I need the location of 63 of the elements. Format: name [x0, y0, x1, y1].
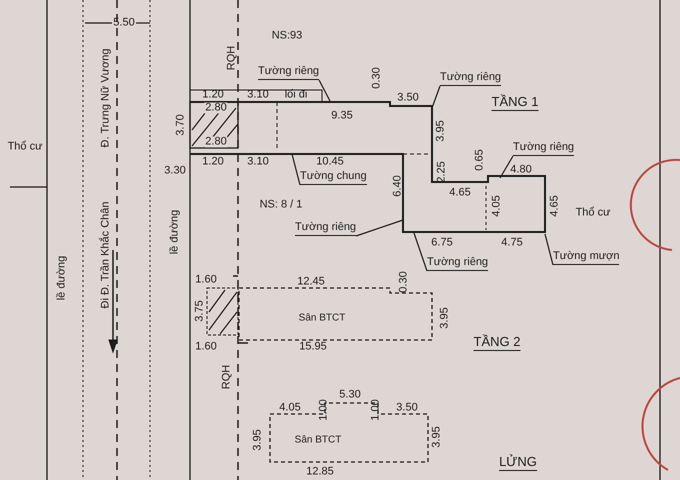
- dimension-label: 5.50: [113, 18, 135, 28]
- dimension-label: 15.95: [299, 342, 327, 352]
- plan-label: Đi Đ. Trần Khắc Chân: [100, 202, 112, 308]
- dimension-label: 6.40: [392, 175, 404, 197]
- wall-callout: Tường chung: [300, 171, 367, 185]
- dimension-label: 1.60: [195, 342, 217, 352]
- slab-label: Sân BTCT: [298, 312, 346, 324]
- dimension-label: 3.30: [164, 166, 186, 176]
- leader-line: [431, 86, 441, 108]
- dimension-label: 3.95: [440, 307, 450, 329]
- leader-line: [291, 154, 301, 186]
- dimension-label: 5.30: [339, 390, 361, 400]
- dimension-label: 4.65: [449, 188, 471, 198]
- plan-label: RQH: [226, 46, 238, 70]
- dimension-label: 3.75: [194, 300, 206, 322]
- wall-callout: Tường riêng: [440, 72, 502, 86]
- dimension-label: 1.60: [195, 274, 217, 286]
- dimension-label: 0.30: [372, 67, 382, 89]
- dimension-label: 3.95: [252, 429, 264, 451]
- dimension-label: 3.70: [176, 114, 186, 136]
- plan-label: NS: 8 / 1: [260, 200, 302, 210]
- dimension-label: 3.95: [436, 120, 446, 142]
- wall-callout: Tường mượn: [553, 251, 620, 265]
- dimension-label: 2.80: [204, 102, 228, 114]
- wall-callout: Tường riêng: [258, 66, 320, 80]
- dimension-label: 3.10: [247, 156, 269, 168]
- dimension-label: 2.80: [204, 136, 228, 148]
- dimension-label: 3.50: [397, 92, 419, 104]
- dimension-label: 12.85: [306, 466, 334, 478]
- leader-line: [499, 156, 514, 178]
- floor-heading: TẦNG 2: [474, 335, 520, 351]
- dimension-label: 4.65: [550, 195, 560, 217]
- dimension-label: 6.75: [431, 238, 453, 248]
- dimension-label: 3.95: [432, 426, 442, 448]
- dimension-label: 4.80: [510, 164, 532, 176]
- dimension-label: 4.05: [279, 402, 301, 414]
- leader-line: [318, 80, 331, 102]
- leader-line: [544, 234, 554, 266]
- wall-callout: Tường riêng: [513, 142, 574, 156]
- leader-line: [413, 232, 428, 272]
- dimension-label: 3.50: [396, 402, 418, 414]
- wall-callout: Tường riêng: [295, 222, 356, 236]
- plan-label: Thổ cư: [8, 142, 42, 152]
- dimension-label: 1.20: [202, 156, 224, 168]
- slab-label: Sân BTCT: [294, 434, 342, 446]
- dimension-label: 0.30: [398, 271, 410, 293]
- plan-label: Thổ cư: [576, 208, 610, 218]
- plan-label: NS:93: [272, 30, 302, 42]
- floor-heading: LỬNG: [499, 455, 537, 471]
- dimension-label: 10.45: [316, 156, 344, 168]
- plan-label: lề đường: [56, 256, 68, 300]
- plan-label: RQH: [222, 364, 232, 390]
- plan-label: Đ. Trưng Nữ Vương: [100, 48, 112, 148]
- dimension-label: 12.45: [297, 276, 325, 288]
- dimension-label: 0.65: [474, 149, 486, 171]
- dimension-label: 9.35: [331, 110, 353, 122]
- dimension-label: 4.05: [492, 195, 502, 217]
- leader-line: [356, 219, 404, 237]
- floor-heading: TẦNG 1: [492, 95, 538, 111]
- slab-outline: [268, 401, 430, 464]
- dimension-label: 4.75: [501, 238, 523, 248]
- plan-label: lề đường: [170, 210, 180, 254]
- wall-callout: Tường riêng: [427, 257, 488, 271]
